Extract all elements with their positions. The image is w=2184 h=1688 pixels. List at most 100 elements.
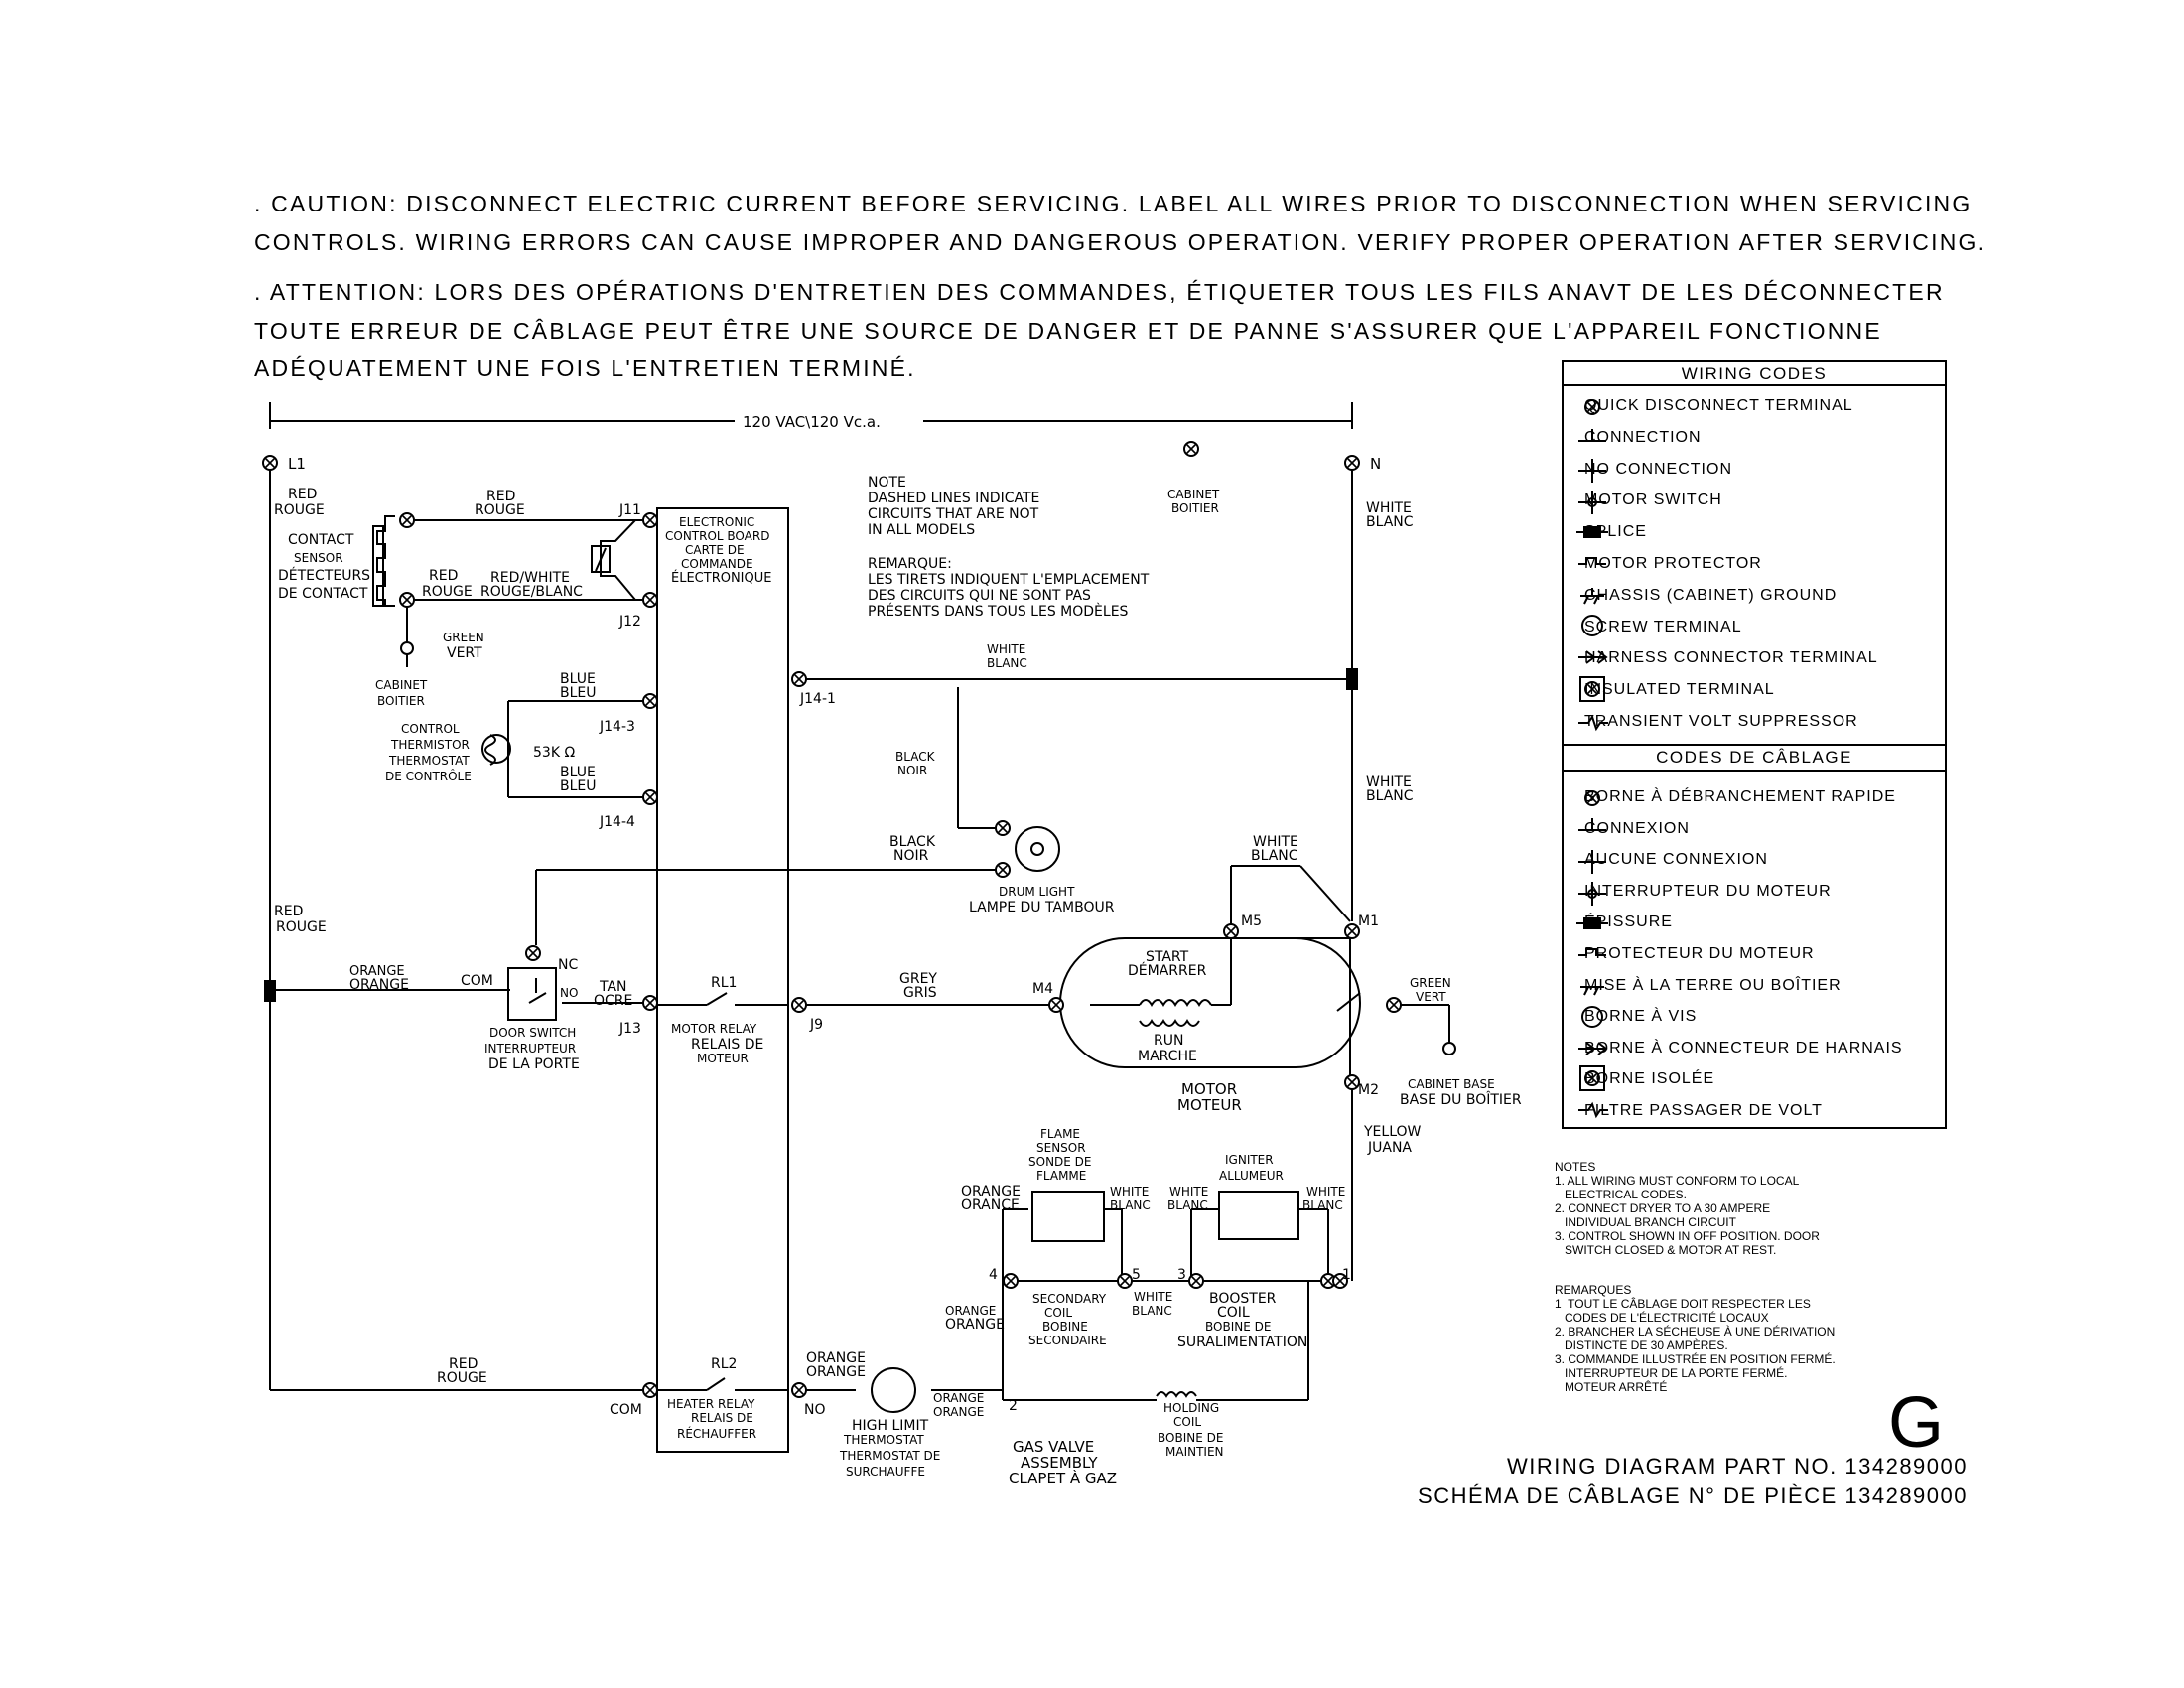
legend-fr-icons	[1576, 790, 1608, 1119]
wire-label-blanc-right: BLANC	[1366, 788, 1414, 804]
attention-line-1: . ATTENTION: LORS DES OPÉRATIONS D'ENTRE…	[254, 279, 1945, 305]
run-label: RUN	[1154, 1033, 1183, 1049]
door-switch-label-2: INTERRUPTEUR	[484, 1042, 576, 1055]
no-connection-icon	[1578, 850, 1606, 874]
note-fr-2: LES TIRETS INDIQUENT L'EMPLACEMENT	[868, 572, 1150, 588]
note-fr-4: PRÉSENTS DANS TOUS LES MODÈLES	[868, 603, 1129, 620]
voltage-label: 120 VAC\120 Vc.a.	[743, 413, 881, 431]
wire-label-orange-2-2: ORANGE	[933, 1405, 984, 1419]
legend-label: CHASSIS (CABINET) GROUND	[1584, 586, 1838, 604]
connection-icon	[1578, 818, 1606, 831]
cabinet-top-label: CABINET	[1167, 488, 1220, 501]
legend-label: NO CONNECTION	[1584, 460, 1732, 478]
note-fr-3: DES CIRCUITS QUI NE SONT PAS	[868, 588, 1091, 604]
motor-relay-label-3: MOTEUR	[697, 1052, 749, 1065]
contact-sensor-label-4: DE CONTACT	[278, 586, 368, 602]
contact-sensor-label-2: SENSOR	[294, 551, 343, 565]
pin-com-heater: COM	[610, 1402, 642, 1418]
insulated-terminal-icon	[1579, 676, 1605, 702]
note-en-1: NOTE	[868, 475, 906, 491]
attention-line-3: ADÉQUATEMENT UNE FOIS L'ENTRETIEN TERMIN…	[254, 355, 916, 381]
control-board-label-5: ÉLECTRONIQUE	[671, 570, 771, 586]
attention-line-2: TOUTE ERREUR DE CÂBLAGE PEUT ÊTRE UNE SO…	[254, 318, 1882, 344]
wire-label-juana: JUANA	[1367, 1140, 1412, 1156]
screw-terminal-icon	[1581, 1006, 1603, 1028]
legend-label: SCREW TERMINAL	[1584, 618, 1742, 635]
wires-layer	[264, 360, 1947, 1453]
gas-valve-label-3: CLAPET À GAZ	[1009, 1469, 1117, 1487]
motor-label: MOTOR	[1181, 1080, 1237, 1098]
legend-label: FILTRE PASSAGER DE VOLT	[1584, 1102, 1823, 1119]
wire-label-orange-4-2: ORANCE	[961, 1197, 1020, 1213]
pin-j14-4: J14-4	[599, 814, 635, 830]
wire-label-orange-4: ORANGE	[961, 1184, 1021, 1199]
pin-m2: M2	[1358, 1082, 1379, 1098]
no-connection-icon	[1578, 459, 1606, 483]
wire-label-rouge-mid: ROUGE	[422, 584, 473, 600]
motor-relay-label: MOTOR RELAY	[671, 1022, 757, 1036]
wire-label-orange-coil-2: ORANGE	[945, 1317, 1005, 1333]
wire-label-black-1: BLACK	[895, 750, 936, 764]
legend-label: MOTOR PROTECTOR	[1584, 555, 1762, 572]
gas-valve-label-2: ASSEMBLY	[1021, 1454, 1098, 1472]
splice-icon	[1576, 917, 1608, 929]
legend-label: INSULATED TERMINAL	[1584, 681, 1775, 699]
thermistor-label-3: THERMOSTAT	[388, 754, 470, 768]
igniter-label-2: ALLUMEUR	[1219, 1169, 1284, 1183]
caution-line-1: . CAUTION: DISCONNECT ELECTRIC CURRENT B…	[254, 191, 1973, 216]
wire-label-ocre: OCRE	[594, 993, 632, 1009]
connection-icon	[1578, 429, 1606, 442]
wire-label-green: GREEN	[443, 631, 484, 644]
legend-label: TRANSIENT VOLT SUPPRESSOR	[1584, 713, 1858, 730]
wire-label-rouge-bottom: ROUGE	[437, 1370, 487, 1386]
harness-connector-icon	[1578, 1042, 1608, 1055]
legend-label: HARNESS CONNECTOR TERMINAL	[1584, 649, 1878, 667]
secondary-coil-label-2: COIL	[1044, 1306, 1072, 1320]
wire-label-gris: GRIS	[903, 985, 937, 1001]
insulated-terminal-icon	[1579, 1065, 1605, 1091]
n-label: N	[1370, 455, 1381, 473]
secondary-coil-label-3: BOBINE	[1042, 1320, 1088, 1334]
run-label-2: MARCHE	[1138, 1049, 1197, 1064]
pin-j14-1: J14-1	[799, 691, 836, 707]
booster-coil-label-2: COIL	[1217, 1305, 1250, 1321]
note-en-3: CIRCUITS THAT ARE NOT	[868, 506, 1039, 522]
wire-label-blanc-1: BLANC	[1302, 1198, 1343, 1212]
high-limit-label-4: SURCHAUFFE	[846, 1465, 925, 1478]
holding-coil-label-4: MAINTIEN	[1165, 1445, 1224, 1459]
legend-label: ÉPISSURE	[1584, 914, 1673, 931]
pin-1: 1	[1342, 1267, 1351, 1283]
motor-protector-icon	[1578, 557, 1606, 565]
motor-relay-label-2: RELAIS DE	[691, 1037, 763, 1053]
wire-label-yellow: YELLOW	[1363, 1124, 1422, 1140]
legend-label: SPLICE	[1584, 523, 1647, 541]
part-number-fr: SCHÉMA DE CÂBLAGE N° DE PIÈCE 134289000	[1418, 1483, 1968, 1508]
cabinet-left-label: CABINET	[375, 678, 428, 692]
legend-label: CONNEXION	[1584, 819, 1690, 837]
cabinet-top-label-2: BOITIER	[1171, 501, 1219, 515]
pin-rl1: RL1	[711, 975, 737, 991]
revision-letter: G	[1888, 1383, 1945, 1463]
pin-j13: J13	[618, 1021, 641, 1037]
wire-label-white-j14: WHITE	[987, 642, 1025, 656]
wire-label-blue-1: BLUE	[560, 671, 596, 687]
chassis-ground-icon	[1580, 986, 1604, 996]
wire-label-bleu-2: BLEU	[560, 778, 597, 794]
control-board-label-3: CARTE DE	[685, 543, 745, 557]
wire-label-grey: GREY	[899, 971, 937, 987]
wire-label-white-5: WHITE	[1110, 1185, 1149, 1198]
note-en-4: IN ALL MODELS	[868, 522, 975, 538]
screw-terminal-icon	[1581, 615, 1603, 636]
control-board-label: ELECTRONIC	[679, 515, 754, 529]
cabinet-base-label: CABINET BASE	[1408, 1077, 1495, 1091]
motor-switch-icon	[1578, 882, 1606, 906]
wire-label-orange-door-2: ORANGE	[349, 977, 409, 993]
wire-label-white-3: WHITE	[1169, 1185, 1208, 1198]
drum-light-label: DRUM LIGHT	[999, 885, 1075, 899]
thermistor-label-2: THERMISTOR	[390, 738, 470, 752]
pin-m5: M5	[1241, 914, 1262, 929]
pin-5: 5	[1132, 1267, 1141, 1283]
igniter-label: IGNITER	[1225, 1153, 1274, 1167]
wire-label-orange-door: ORANGE	[349, 964, 405, 979]
